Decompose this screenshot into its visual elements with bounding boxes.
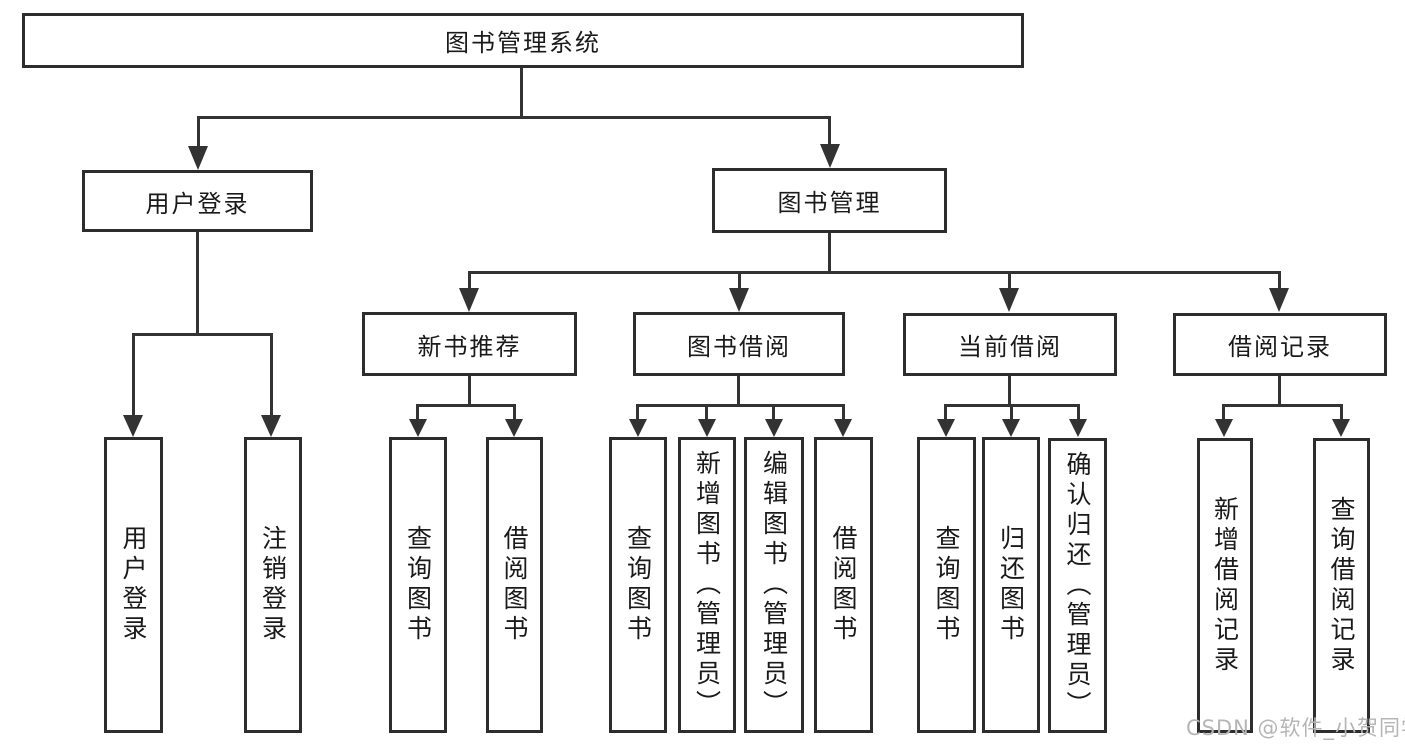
node-book-borrow-label: 图书借阅 (687, 332, 791, 361)
node-new-book-rec-label: 新书推荐 (417, 332, 522, 361)
arrowhead-down-borrow (729, 288, 749, 312)
arrowhead-down-g2l1 (409, 419, 427, 437)
arrowhead-down-g3l3 (765, 419, 783, 437)
leaf-borrow-query-label: 查询图书 (623, 525, 653, 645)
arrowhead-down-newbook (459, 288, 479, 312)
connector-drop-user-login (197, 116, 200, 148)
connector-root-stem (520, 68, 523, 118)
node-user-login: 用户登录 (82, 170, 313, 232)
leaf-current-return-label: 归还图书 (996, 525, 1026, 645)
leaf-current-query: 查询图书 (917, 437, 976, 733)
leaf-borrow-edit: 编辑图书（管理员） (744, 437, 804, 733)
leaf-borrow-edit-label: 编辑图书（管理员） (759, 450, 789, 720)
leaf-newbook-borrow: 借阅图书 (486, 437, 543, 733)
leaf-current-return: 归还图书 (982, 437, 1040, 733)
arrowhead-down-current (999, 288, 1019, 312)
leaf-current-query-label: 查询图书 (932, 525, 961, 645)
leaf-user-login-label: 用户登录 (119, 525, 148, 645)
leaf-logout: 注销登录 (244, 437, 302, 733)
node-book-borrow: 图书借阅 (633, 312, 845, 376)
arrowhead-down-g4l3 (1069, 419, 1087, 437)
connector-root-spread (198, 116, 831, 119)
connector-borrow-spread (636, 404, 845, 407)
node-borrow-record: 借阅记录 (1173, 313, 1387, 376)
leaf-logout-label: 注销登录 (258, 525, 288, 645)
leaf-borrow-add: 新增图书（管理员） (678, 437, 736, 733)
connector-drop-current (1008, 271, 1011, 291)
connector-borrow-stem (737, 376, 740, 406)
connector-current-stem (1008, 376, 1011, 406)
connector-bookmgmt-spread (468, 271, 1281, 274)
node-current-borrow-label: 当前借阅 (958, 333, 1062, 361)
connector-drop-g2l2 (513, 404, 516, 421)
node-current-borrow: 当前借阅 (903, 313, 1117, 376)
leaf-borrow-query: 查询图书 (609, 437, 667, 733)
leaf-record-query: 查询借阅记录 (1313, 438, 1370, 733)
arrowhead-down-g3l4 (834, 419, 852, 437)
connector-drop-newbook (468, 271, 471, 291)
node-new-book-rec: 新书推荐 (362, 312, 577, 376)
leaf-record-add: 新增借阅记录 (1197, 438, 1253, 733)
connector-drop-borrow (738, 271, 741, 291)
arrowhead-down-leaf-logout (261, 415, 281, 437)
arrowhead-down-g4l2 (1002, 419, 1020, 437)
connector-drop-leaf-logout (270, 333, 273, 415)
arrowhead-down-g4l1 (937, 419, 955, 437)
arrowhead-down-book-mgmt (820, 144, 840, 168)
arrowhead-down-g3l1 (629, 419, 647, 437)
connector-drop-g4l2 (1010, 404, 1013, 421)
connector-drop-g5l2 (1340, 404, 1343, 421)
connector-drop-g4l1 (944, 404, 947, 421)
connector-drop-g3l1 (636, 404, 639, 421)
arrowhead-down-leaf-login (123, 415, 143, 437)
connector-bookmgmt-stem (828, 233, 831, 274)
arrowhead-down-g5l1 (1215, 419, 1233, 437)
leaf-newbook-query: 查询图书 (389, 437, 447, 733)
node-root: 图书管理系统 (22, 13, 1024, 68)
node-borrow-record-label: 借阅记录 (1228, 333, 1332, 361)
connector-drop-record (1278, 271, 1281, 291)
connector-newbook-spread (416, 404, 516, 407)
node-user-login-label: 用户登录 (145, 189, 250, 218)
connector-userlogin-spread (132, 333, 273, 336)
arrowhead-down-g2l2 (505, 419, 523, 437)
connector-record-stem (1278, 376, 1281, 406)
leaf-borrow-add-label: 新增图书（管理员） (692, 450, 722, 720)
connector-record-spread (1222, 404, 1343, 407)
connector-drop-g3l4 (842, 404, 845, 421)
connector-drop-g5l1 (1222, 404, 1225, 421)
leaf-current-confirm-label: 确认归还（管理员） (1063, 450, 1092, 721)
arrowhead-down-user-login (188, 146, 208, 170)
leaf-user-login: 用户登录 (104, 437, 163, 733)
leaf-borrow-borrow-label: 借阅图书 (829, 525, 858, 645)
leaf-record-query-label: 查询借阅记录 (1327, 495, 1356, 676)
connector-drop-g3l2 (705, 404, 708, 421)
node-book-mgmt: 图书管理 (712, 168, 947, 233)
connector-drop-book-mgmt (828, 116, 831, 146)
arrowhead-down-g5l2 (1332, 419, 1350, 437)
connector-drop-g2l1 (416, 404, 419, 421)
connector-drop-leaf-login (132, 333, 135, 415)
connector-drop-g3l3 (772, 404, 775, 421)
arrowhead-down-record (1269, 288, 1289, 312)
connector-newbook-stem (468, 376, 471, 406)
node-root-label: 图书管理系统 (445, 29, 601, 57)
connector-userlogin-stem (196, 232, 199, 335)
leaf-current-confirm: 确认归还（管理员） (1048, 438, 1107, 733)
connector-drop-g4l3 (1077, 404, 1080, 421)
leaf-newbook-query-label: 查询图书 (403, 525, 433, 645)
leaf-newbook-borrow-label: 借阅图书 (500, 525, 529, 645)
node-book-mgmt-label: 图书管理 (777, 189, 882, 217)
leaf-record-add-label: 新增借阅记录 (1210, 495, 1240, 676)
arrowhead-down-g3l2 (698, 419, 716, 437)
watermark: CSDN @软件_小贺同学 (1186, 716, 1405, 740)
leaf-borrow-borrow: 借阅图书 (814, 437, 873, 733)
